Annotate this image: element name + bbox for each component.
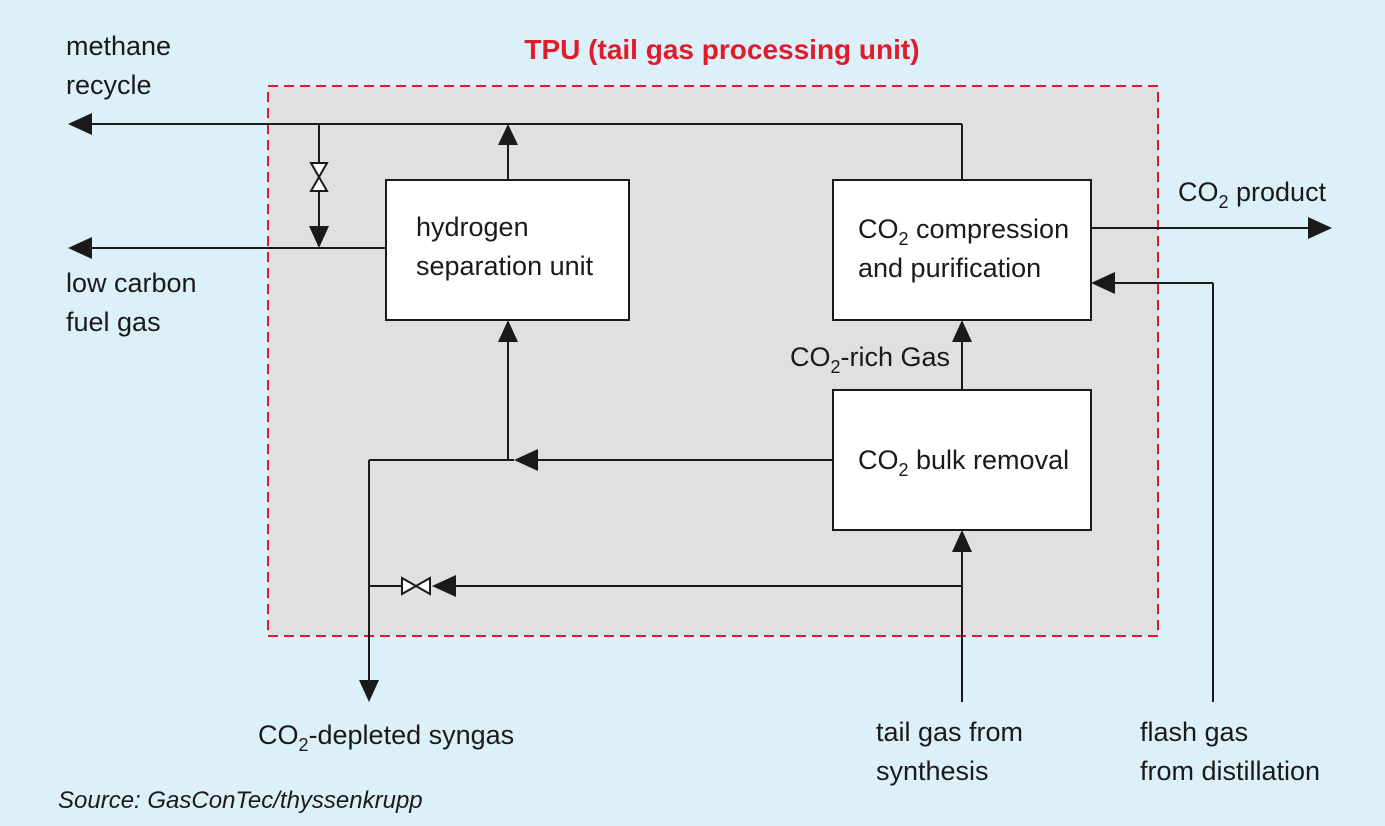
depleted-syngas-label: CO2-depleted syngas — [258, 720, 514, 755]
depleted-syngas-arrow — [359, 680, 379, 702]
co2-bulk-removal-label: CO2 bulk removal — [858, 445, 1069, 480]
hydrogen-unit-label-line1: hydrogen — [416, 212, 529, 242]
hydrogen-top-outlet-arrow — [498, 124, 518, 145]
flash-gas-arrow — [1091, 272, 1115, 294]
tail-gas-label-line2: synthesis — [876, 756, 989, 786]
bypass-valve — [309, 162, 329, 180]
fuel-gas-label-line2: fuel gas — [66, 307, 161, 337]
tpu-boundary — [267, 85, 1159, 637]
methane-recycle-arrow — [68, 113, 92, 135]
bypass-valve-lower — [309, 174, 329, 192]
hydrogen-unit-label-line2: separation unit — [416, 251, 594, 281]
co2-product-arrow — [1308, 217, 1332, 239]
methane-recycle-label-line1: methane — [66, 31, 171, 61]
tail-gas-bypass-arrow — [432, 575, 456, 597]
co2-compression-label-line2: and purification — [858, 253, 1041, 283]
source-caption: Source: GasConTec/thyssenkrupp — [58, 787, 423, 814]
co2-rich-gas-label: CO2-rich Gas — [790, 342, 950, 377]
tpu-title: TPU (tail gas processing unit) — [524, 34, 919, 65]
co2-product-label: CO2 product — [1178, 177, 1327, 212]
co2-rich-gas-arrow — [952, 320, 972, 342]
flash-gas-label-line2: from distillation — [1140, 756, 1320, 786]
hydrogen-separation-unit — [385, 179, 630, 321]
fuel-gas-arrow — [68, 237, 92, 259]
co2-compression-label-line1: CO2 compression — [858, 214, 1069, 249]
methane-recycle-label-line2: recycle — [66, 70, 152, 100]
bypass-arrow — [309, 226, 329, 248]
fuel-gas-label-line1: low carbon — [66, 268, 197, 298]
tail-gas-arrow — [952, 530, 972, 552]
bulk-to-hydrogen-arrow — [514, 449, 538, 471]
co2-compression-unit — [832, 179, 1092, 321]
tail-gas-label-line1: tail gas from — [876, 717, 1023, 747]
hydrogen-feed-arrow — [498, 320, 518, 342]
flash-gas-label-line1: flash gas — [1140, 717, 1248, 747]
tail-gas-bypass-valve-right — [413, 576, 431, 596]
